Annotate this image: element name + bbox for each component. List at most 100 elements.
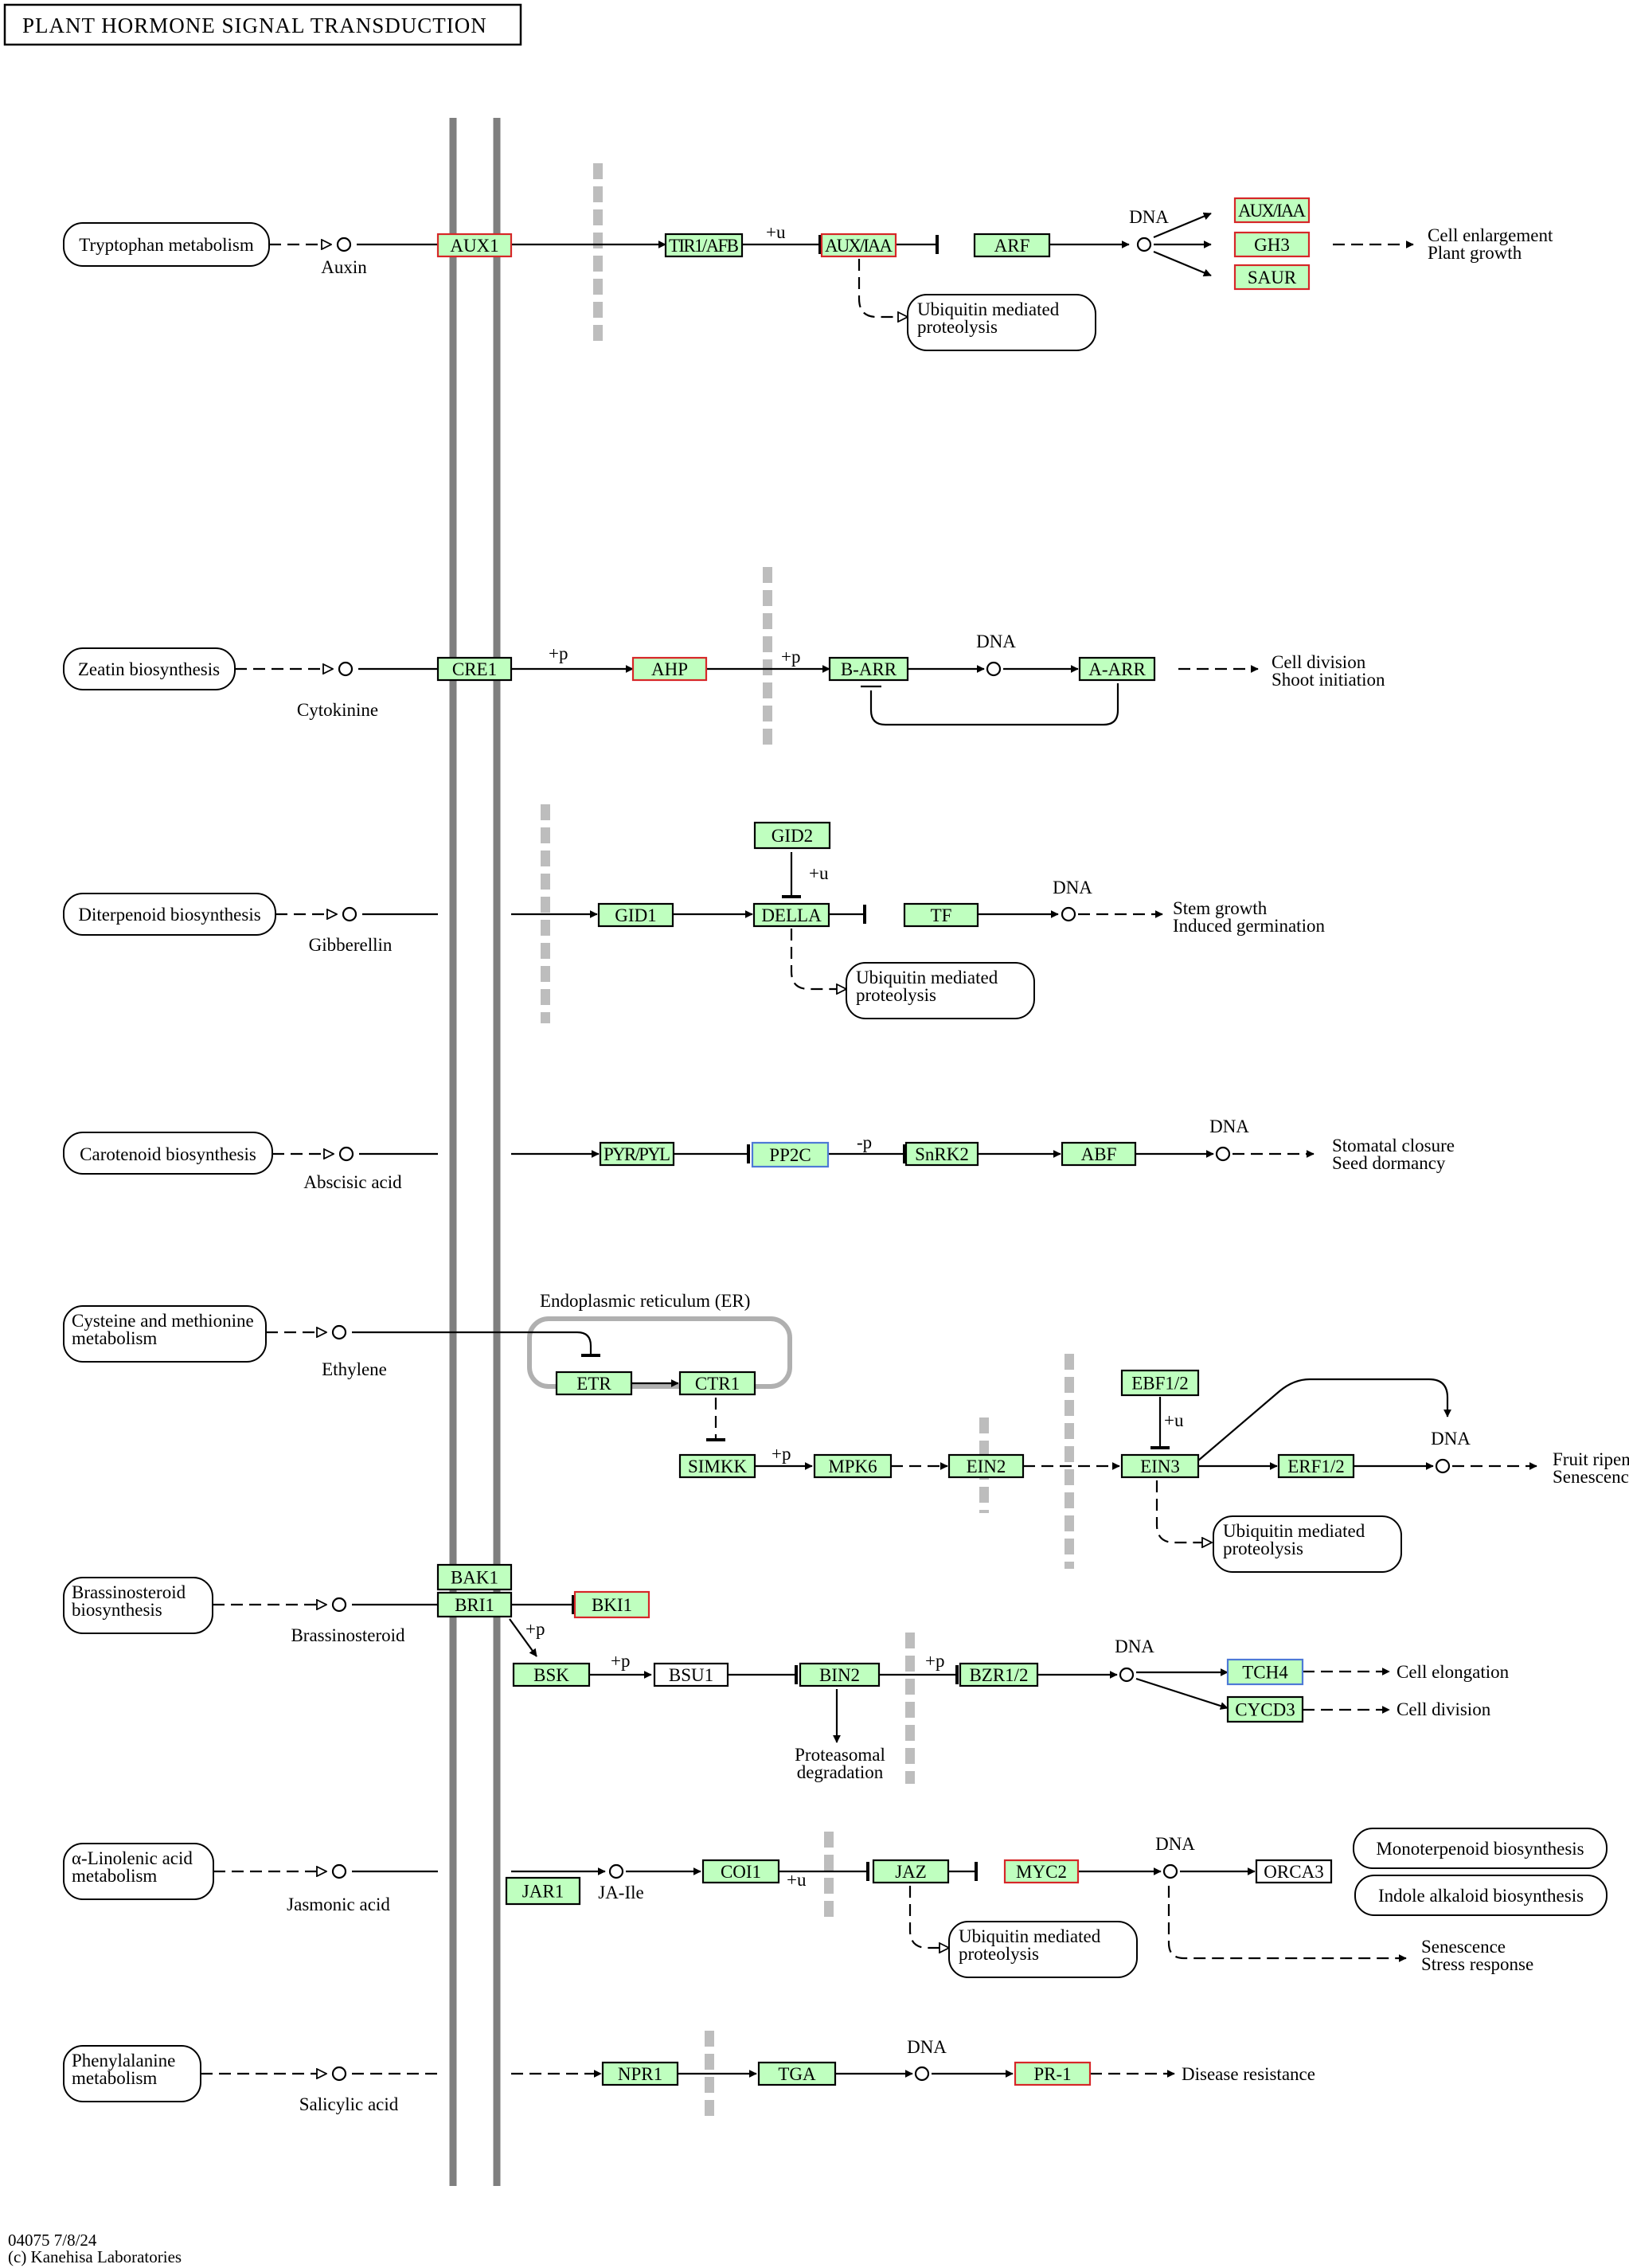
map-indole-alkaloid-biosynthesis[interactable]: Indole alkaloid biosynthesis [1354, 1875, 1608, 1916]
gene-box [573, 1590, 650, 1619]
map-monoterpenoid-biosynthesis[interactable]: Monoterpenoid biosynthesis [1353, 1828, 1608, 1869]
gene-label: CRE1 [452, 659, 497, 679]
gene-pp2c[interactable]: PP2C [751, 1141, 830, 1168]
hormone-salicylic-acid: Salicylic acid [299, 2094, 399, 2114]
gene-coi1[interactable]: COI1 [701, 1859, 780, 1884]
gene-tir1[interactable]: TIR1/AFB [664, 233, 744, 258]
gene-label: MPK6 [828, 1457, 877, 1476]
gene-gid2[interactable]: GID2 [753, 821, 831, 850]
map-phenylalanine-metabolism[interactable]: Phenylalanine metabolism [63, 2045, 201, 2102]
gene-npr1[interactable]: NPR1 [601, 2061, 679, 2086]
gene-tga[interactable]: TGA [757, 2061, 837, 2086]
gene-bsu1[interactable]: BSU1 [653, 1662, 729, 1687]
gene-bin2[interactable]: BIN2 [799, 1662, 881, 1687]
gene-box [505, 1876, 581, 1906]
map-linolenic-acid-metabolism[interactable]: α-Linolenic acid metabolism [63, 1843, 214, 1900]
gene-box [436, 656, 513, 682]
gene-jar1[interactable]: JAR1 [505, 1876, 581, 1906]
gene-saur[interactable]: SAUR [1233, 264, 1311, 291]
gene-box [597, 902, 674, 928]
mod-plus-p: +p [611, 1651, 630, 1671]
gene-aux1[interactable]: AUX1 [436, 233, 513, 258]
gene-auxiaa2[interactable]: AUX/IAA [1233, 197, 1311, 224]
gene-label: BKI1 [592, 1595, 632, 1615]
gene-label: ETR [576, 1374, 611, 1394]
gene-arf[interactable]: ARF [973, 233, 1051, 258]
map-zeatin-biosynthesis[interactable]: Zeatin biosynthesis [63, 647, 236, 690]
hormone-brassinosteroid: Brassinosteroid [291, 1625, 405, 1645]
gene-label: AUX/IAA [1238, 201, 1306, 221]
gene-orca3[interactable]: ORCA3 [1255, 1859, 1333, 1884]
gene-label: BSU1 [669, 1665, 713, 1685]
outcome-senescence-ja: Senescence [1421, 1937, 1506, 1957]
gene-mpk6[interactable]: MPK6 [813, 1453, 893, 1479]
mod-minus-p: -p [857, 1132, 872, 1152]
outcome-fruit-ripening: Fruit ripening [1553, 1449, 1629, 1469]
gene-tch4[interactable]: TCH4 [1226, 1658, 1304, 1686]
gene-label: COI1 [721, 1862, 761, 1882]
map-diterpenoid-biosynthesis[interactable]: Diterpenoid biosynthesis [63, 893, 276, 936]
map-ubiquitin-proteolysis-gibberellin[interactable]: Ubiquitin mediated proteolysis [846, 962, 1035, 1019]
gene-jaz[interactable]: JAZ [872, 1859, 950, 1884]
gene-aarr[interactable]: A-ARR [1078, 656, 1156, 682]
gene-bsk[interactable]: BSK [512, 1662, 591, 1687]
gene-cre1[interactable]: CRE1 [436, 656, 513, 682]
gene-bak1[interactable]: BAK1 [436, 1563, 513, 1591]
outcome-seed-dormancy: Seed dormancy [1332, 1153, 1446, 1173]
gene-box [664, 233, 744, 258]
gene-label: ARF [994, 236, 1030, 256]
gene-ctr1[interactable]: CTR1 [678, 1371, 756, 1396]
gene-simkk[interactable]: SIMKK [678, 1453, 756, 1479]
gene-erf12[interactable]: ERF1/2 [1277, 1453, 1355, 1479]
gene-box [1277, 1453, 1355, 1479]
hormone-ja-ile: JA-Ile [598, 1883, 643, 1902]
gene-label: TIR1/AFB [669, 236, 739, 256]
gene-label: PP2C [769, 1145, 811, 1165]
gene-cycd3[interactable]: CYCD3 [1226, 1695, 1304, 1723]
map-brassinosteroid-biosynthesis[interactable]: Brassinosteroid biosynthesis [63, 1577, 213, 1634]
gene-label: GID2 [772, 826, 813, 846]
map-carotenoid-biosynthesis[interactable]: Carotenoid biosynthesis [63, 1132, 273, 1175]
gene-bri1[interactable]: BRI1 [436, 1591, 513, 1618]
gene-label: TF [931, 905, 952, 925]
gene-ein3[interactable]: EIN3 [1120, 1453, 1200, 1479]
gene-snrk2[interactable]: SnRK2 [904, 1141, 979, 1167]
gene-pyr[interactable]: PYR/PYL [599, 1141, 675, 1167]
gene-box [436, 233, 513, 258]
gene-box [947, 1453, 1025, 1479]
gene-box [820, 233, 897, 258]
gene-ebf12[interactable]: EBF1/2 [1120, 1369, 1200, 1397]
gene-etr[interactable]: ETR [555, 1371, 633, 1396]
map-tryptophan-metabolism[interactable]: Tryptophan metabolism [63, 222, 270, 267]
map-ubiquitin-proteolysis-jasmonic[interactable]: Ubiquitin mediated proteolysis [948, 1921, 1138, 1978]
gene-label: GID1 [615, 905, 656, 925]
gene-abf[interactable]: ABF [1061, 1141, 1137, 1167]
gene-gid1[interactable]: GID1 [597, 902, 674, 928]
gene-box [512, 1662, 591, 1687]
gene-gh3[interactable]: GH3 [1233, 231, 1311, 258]
outcome-shoot-initiation: Shoot initiation [1272, 670, 1385, 690]
map-ubiquitin-proteolysis-ethylene[interactable]: Ubiquitin mediated proteolysis [1213, 1515, 1402, 1573]
map-ubiquitin-proteolysis-auxin[interactable]: Ubiquitin mediated proteolysis [907, 294, 1096, 351]
gene-ein2[interactable]: EIN2 [947, 1453, 1025, 1479]
gene-box [678, 1453, 756, 1479]
gene-myc2[interactable]: MYC2 [1003, 1859, 1080, 1884]
gene-pr1[interactable]: PR-1 [1014, 2061, 1092, 2086]
map-cysteine-methionine-metabolism[interactable]: Cysteine and methionine metabolism [63, 1305, 267, 1363]
gene-della[interactable]: DELLA [752, 902, 830, 928]
outcome-disease-resistance: Disease resistance [1182, 2064, 1315, 2084]
gene-auxiaa[interactable]: AUX/IAA [820, 233, 897, 258]
gene-bki1[interactable]: BKI1 [573, 1590, 650, 1619]
gene-ahp[interactable]: AHP [631, 656, 708, 682]
svg-text:Carotenoid biosynthesis: Carotenoid biosynthesis [80, 1144, 256, 1164]
gene-label: ORCA3 [1264, 1862, 1323, 1882]
gene-label: SnRK2 [915, 1144, 969, 1164]
dna-label: DNA [976, 632, 1016, 651]
gene-barr[interactable]: B-ARR [828, 656, 909, 682]
svg-text:Indole alkaloid biosynthesis: Indole alkaloid biosynthesis [1378, 1886, 1584, 1906]
gene-tf[interactable]: TF [903, 902, 979, 928]
gene-bzr12[interactable]: BZR1/2 [959, 1662, 1039, 1687]
gene-box [872, 1859, 950, 1884]
gene-box [903, 902, 979, 928]
